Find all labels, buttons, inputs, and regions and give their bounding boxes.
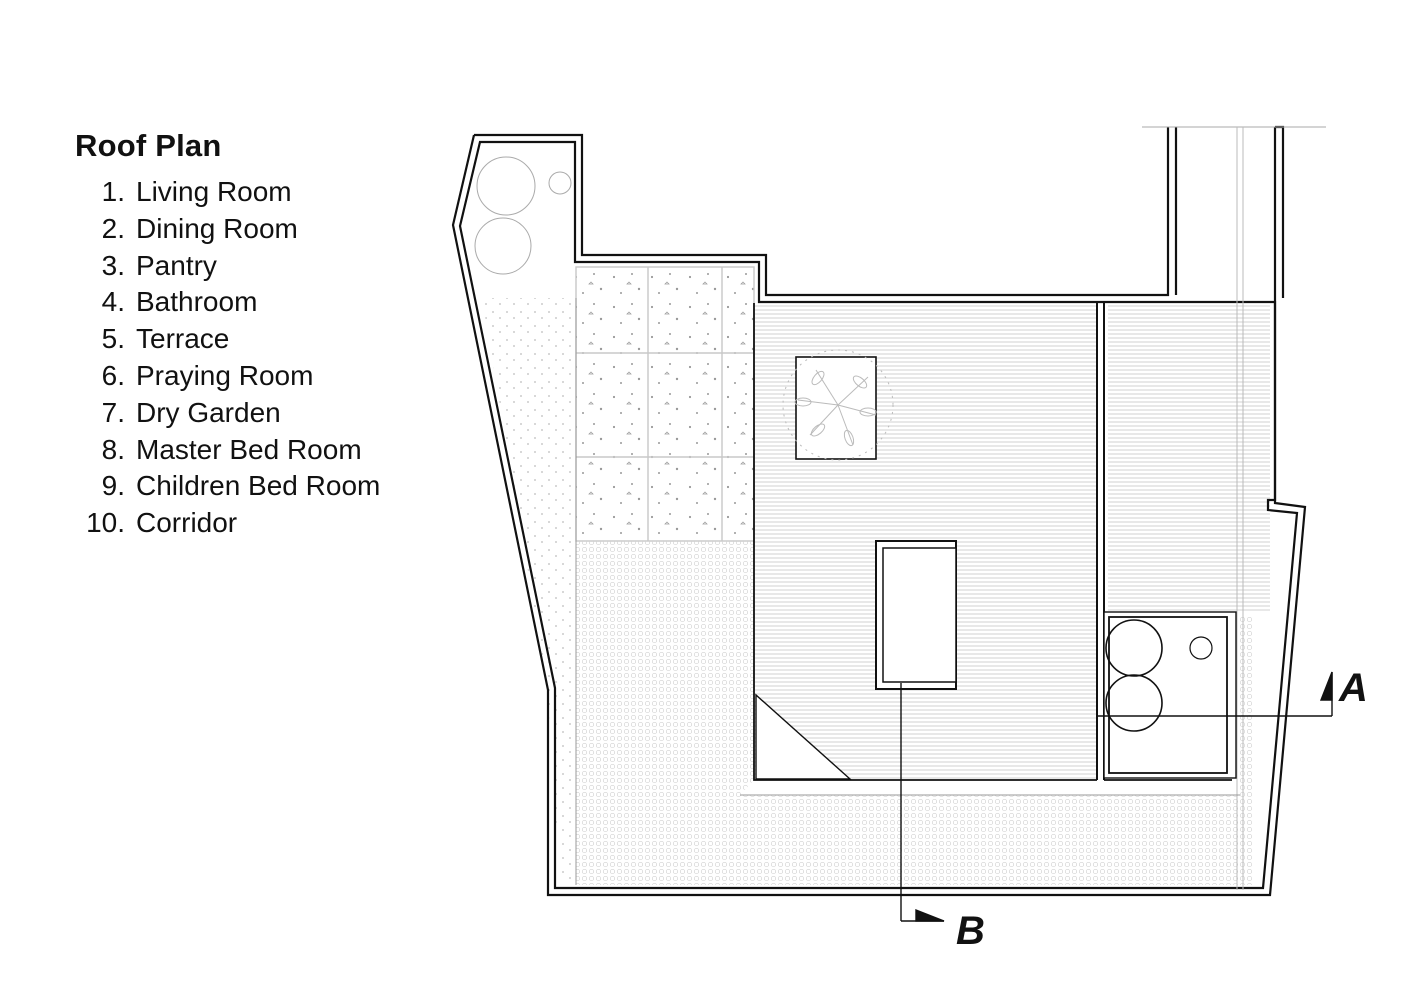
internal-wall	[1096, 303, 1105, 780]
legend-item: 8. Master Bed Room	[75, 432, 362, 469]
right-roof-hatch	[1108, 303, 1270, 612]
legend-item: 2. Dining Room	[75, 211, 298, 248]
legend-number: 9.	[101, 470, 125, 502]
legend-number: 2.	[101, 212, 125, 244]
section-marker-a: A	[1338, 666, 1368, 710]
legend-number: 10.	[86, 507, 125, 539]
tree-icon	[782, 349, 894, 461]
legend-item: 3. Pantry	[75, 248, 221, 285]
skylight	[875, 540, 957, 690]
terrace-dotted-area	[576, 541, 1240, 885]
legend-item: 10. Corridor	[75, 505, 237, 542]
section-line-b	[900, 683, 945, 922]
legend-label: Living Room	[136, 176, 292, 207]
tree-opening	[782, 349, 894, 461]
legend-number: 1.	[101, 176, 125, 207]
legend-item: 1. Living Room	[75, 174, 292, 211]
legend-number: 4.	[101, 286, 125, 318]
legend-label: Dry Garden	[136, 396, 281, 428]
legend-label: Bathroom	[136, 286, 258, 318]
corridor-dotted-strip	[1238, 615, 1254, 885]
legend-number: 7.	[101, 396, 125, 428]
legend-list: 1. Living Room 2. Dining Room 3. Pantry 4. B…	[75, 174, 381, 542]
legend-item: 9. Children Bed Room	[75, 468, 381, 505]
legend-label: Praying Room	[136, 359, 314, 391]
legend-number: 5.	[101, 323, 125, 355]
section-marker-b: B	[956, 909, 985, 953]
legend-label: Corridor	[136, 507, 238, 539]
water-tank-top	[1105, 619, 1163, 677]
roof-edge	[575, 298, 1240, 885]
legend-item: 4. Bathroom	[75, 284, 258, 321]
legend-number: 6.	[101, 359, 125, 391]
corner-triangle	[755, 693, 852, 780]
legend-item: 7. Dry Garden	[75, 395, 281, 432]
dry-garden-tiles	[576, 267, 754, 541]
tank-room	[1103, 611, 1237, 779]
legend-number: 8.	[101, 433, 125, 465]
water-tank-bottom	[1105, 674, 1163, 732]
legend-label: Terrace	[136, 323, 230, 355]
small-tank	[1189, 636, 1213, 660]
legend-label: Master Bed Room	[136, 433, 362, 465]
legend-item: 6. Praying Room	[75, 358, 314, 395]
legend: Roof Plan 1. Living Room 2. Dining Room 3.…	[75, 128, 381, 542]
planter-trees	[474, 156, 572, 275]
legend-item: 5. Terrace	[75, 321, 230, 358]
legend-number: 3.	[101, 249, 125, 281]
legend-label: Pantry	[136, 249, 217, 281]
legend-label: Dining Room	[136, 212, 298, 244]
legend-label: Children Bed Room	[136, 470, 381, 502]
legend-title: Roof Plan	[75, 128, 222, 163]
site-boundary-lines	[1236, 127, 1244, 890]
section-line-a	[1096, 671, 1333, 717]
left-planting-strip	[482, 298, 574, 885]
